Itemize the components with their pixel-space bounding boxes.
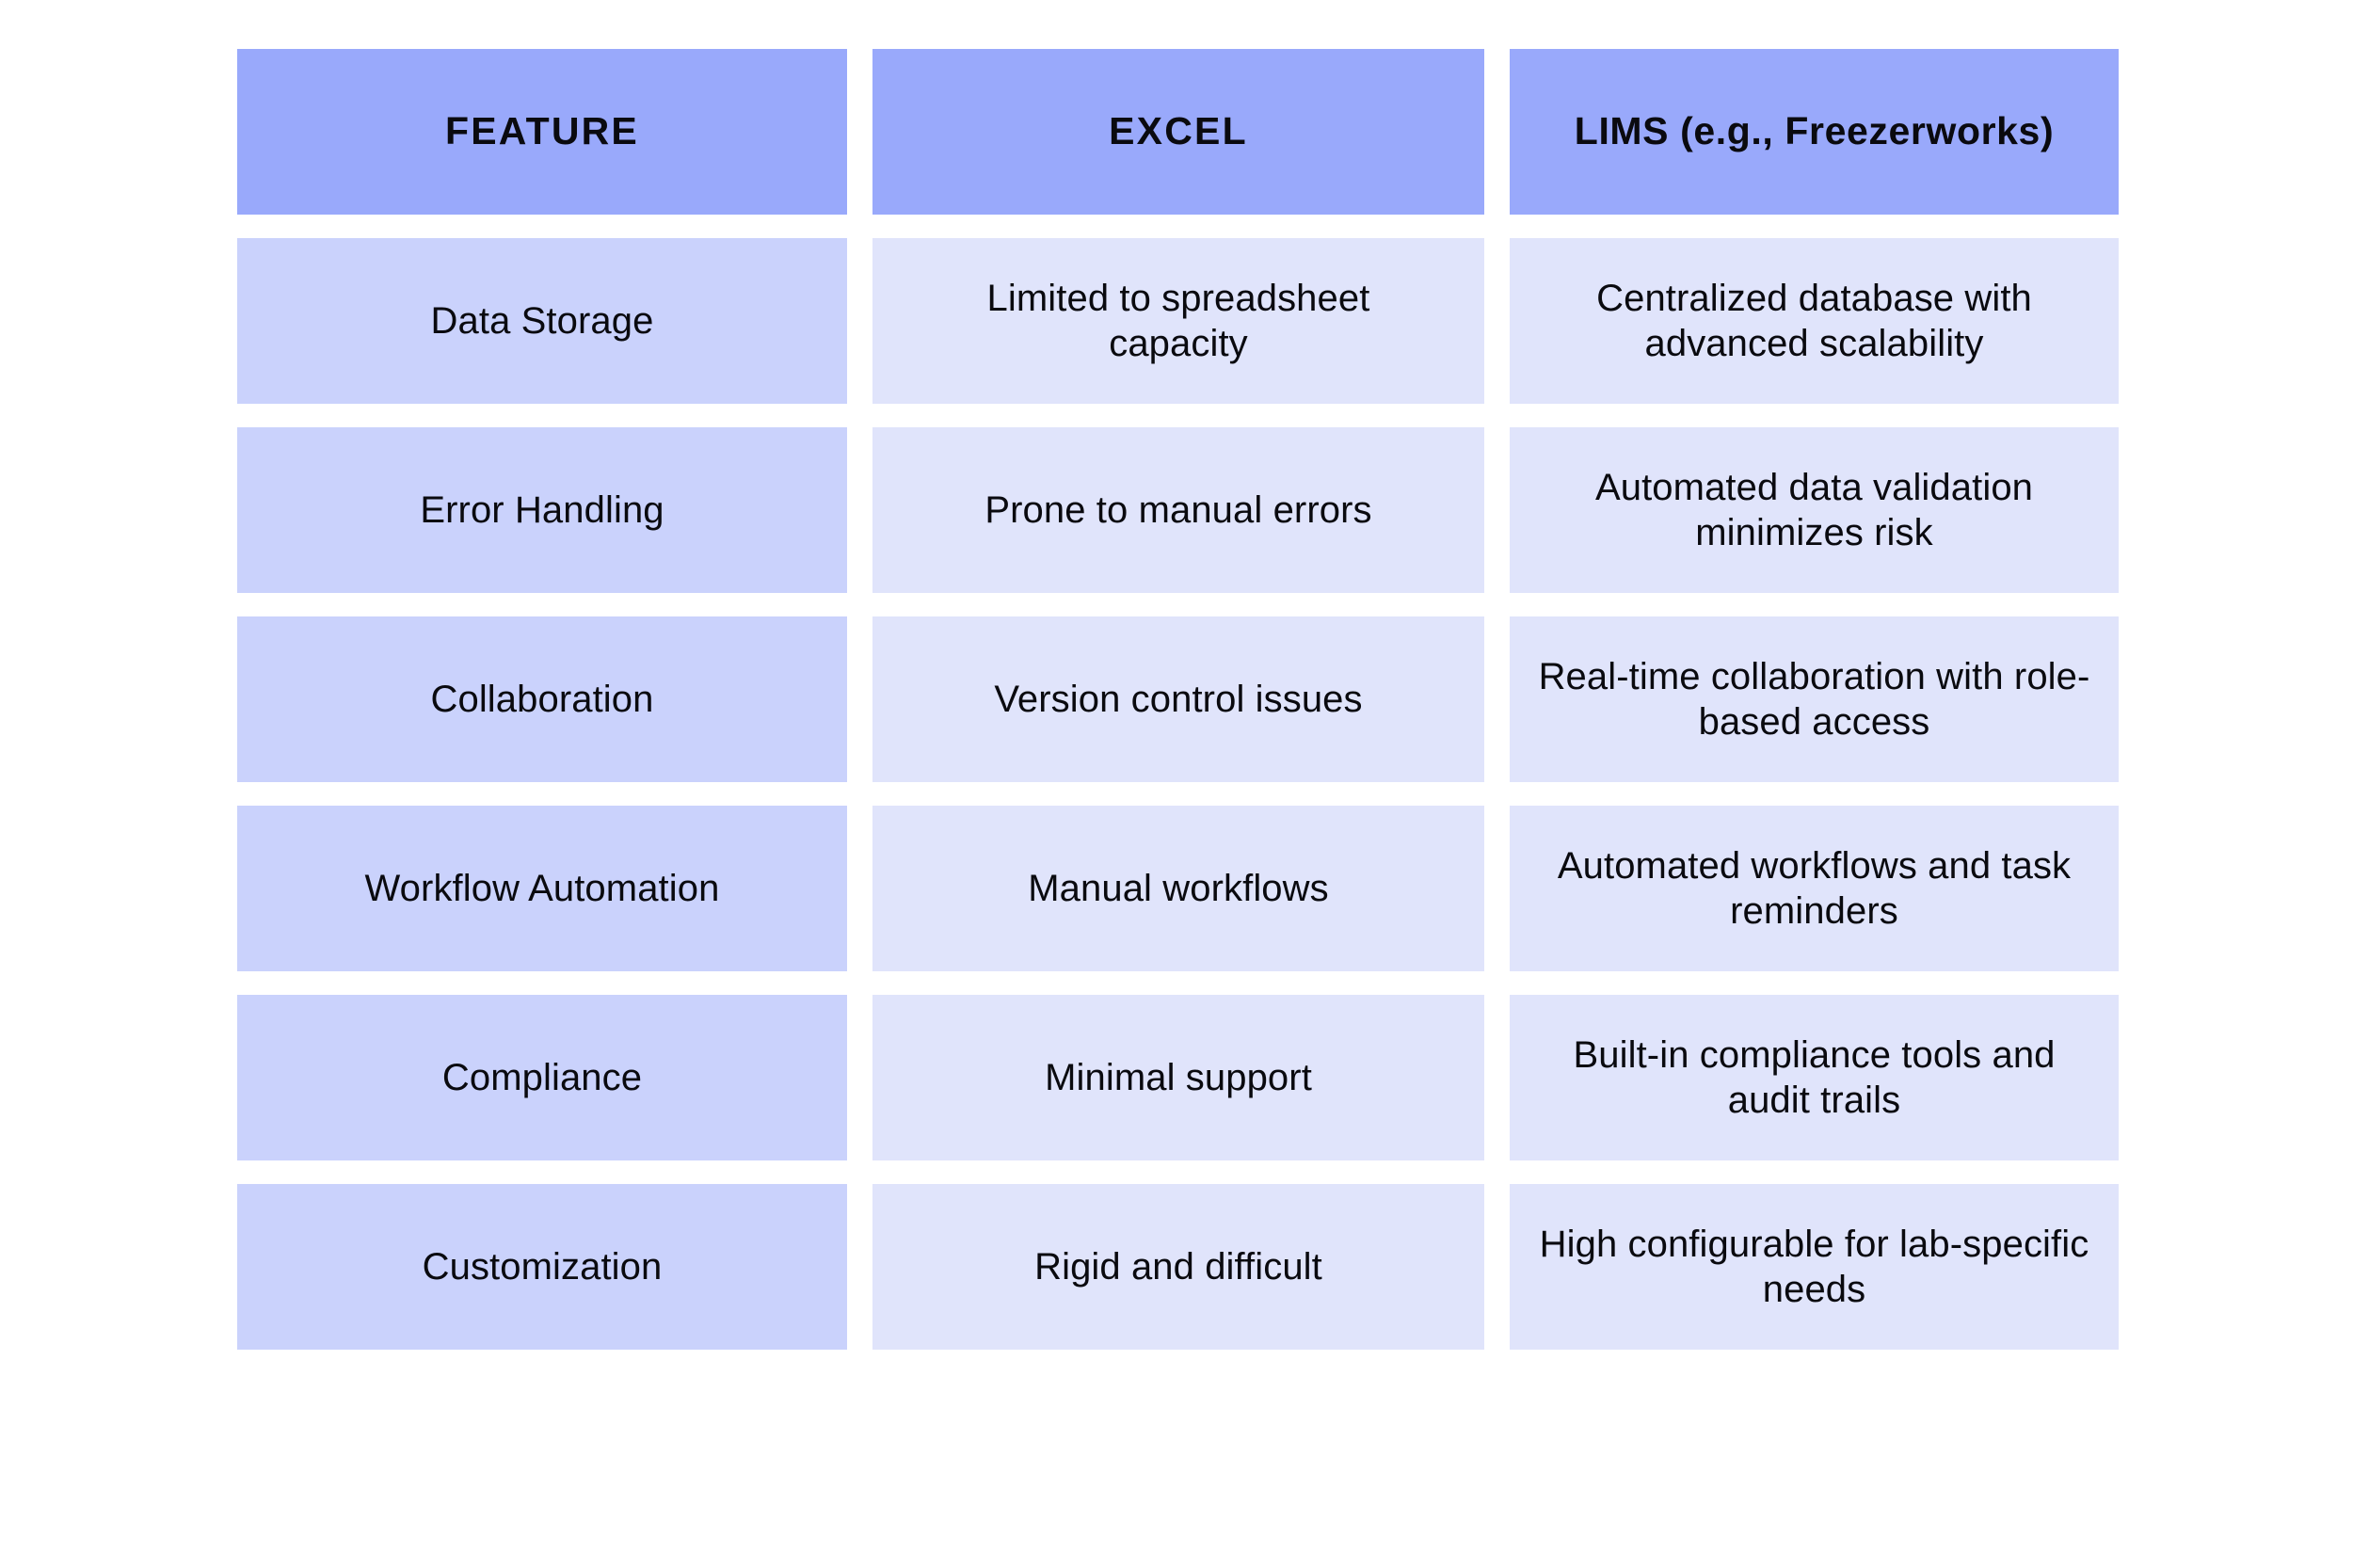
table-cell-feature: Collaboration — [237, 616, 847, 782]
table-cell-excel: Minimal support — [872, 995, 1484, 1160]
table-cell-text: Error Handling — [420, 489, 664, 531]
table-cell-text: Built-in compliance tools and audit trai… — [1573, 1034, 2056, 1121]
table-cell-feature: Compliance — [237, 995, 847, 1160]
comparison-table: FEATURE EXCEL LIMS (e.g., Freezerworks) … — [237, 49, 2120, 1350]
table-cell-text: Data Storage — [430, 300, 654, 342]
table-cell-text: Minimal support — [1045, 1057, 1312, 1098]
table-cell-text: Collaboration — [430, 679, 654, 720]
table-cell-text: Centralized database with advanced scala… — [1596, 278, 2032, 364]
table-header-label-excel: EXCEL — [1109, 109, 1248, 153]
table-cell-text: High configurable for lab-specific needs — [1539, 1224, 2089, 1310]
table-cell-text: Automated data validation minimizes risk — [1594, 467, 2034, 553]
table-cell-text: Limited to spreadsheet capacity — [986, 278, 1370, 364]
table-cell-text: Rigid and difficult — [1034, 1246, 1322, 1288]
table-header-label-lims: LIMS (e.g., Freezerworks) — [1574, 109, 2055, 153]
table-cell-text: Customization — [422, 1246, 663, 1288]
table-cell-feature: Error Handling — [237, 427, 847, 593]
table-header-cell-feature: FEATURE — [237, 49, 847, 215]
table-cell-text: Version control issues — [994, 679, 1363, 720]
table-header-row: FEATURE EXCEL LIMS (e.g., Freezerworks) — [237, 49, 2120, 215]
table-header-cell-lims: LIMS (e.g., Freezerworks) — [1510, 49, 2119, 215]
table-cell-text: Automated workflows and task reminders — [1557, 845, 2072, 932]
table-cell-text: Workflow Automation — [364, 868, 720, 909]
table-cell-lims: Real-time collaboration with role-based … — [1510, 616, 2119, 782]
table-cell-text: Manual workflows — [1028, 868, 1329, 909]
table-row: Data Storage Limited to spreadsheet capa… — [237, 238, 2120, 404]
table-row: Customization Rigid and difficult High c… — [237, 1184, 2120, 1350]
table-cell-lims: Automated workflows and task reminders — [1510, 806, 2119, 971]
table-row: Collaboration Version control issues Rea… — [237, 616, 2120, 782]
table-row: Compliance Minimal support Built-in comp… — [237, 995, 2120, 1160]
table-cell-excel: Manual workflows — [872, 806, 1484, 971]
table-header-label-feature: FEATURE — [445, 109, 639, 153]
table-cell-excel: Limited to spreadsheet capacity — [872, 238, 1484, 404]
table-cell-text: Real-time collaboration with role-based … — [1538, 656, 2090, 743]
table-header-cell-excel: EXCEL — [872, 49, 1484, 215]
table-cell-lims: Centralized database with advanced scala… — [1510, 238, 2119, 404]
table-cell-text: Compliance — [441, 1057, 643, 1098]
table-cell-text: Prone to manual errors — [984, 489, 1372, 531]
table-cell-feature: Data Storage — [237, 238, 847, 404]
table-cell-feature: Customization — [237, 1184, 847, 1350]
table-cell-lims: Automated data validation minimizes risk — [1510, 427, 2119, 593]
table-row: Workflow Automation Manual workflows Aut… — [237, 806, 2120, 971]
table-cell-lims: High configurable for lab-specific needs — [1510, 1184, 2119, 1350]
table-row: Error Handling Prone to manual errors Au… — [237, 427, 2120, 593]
table-cell-excel: Prone to manual errors — [872, 427, 1484, 593]
table-cell-lims: Built-in compliance tools and audit trai… — [1510, 995, 2119, 1160]
table-cell-feature: Workflow Automation — [237, 806, 847, 971]
table-cell-excel: Version control issues — [872, 616, 1484, 782]
table-cell-excel: Rigid and difficult — [872, 1184, 1484, 1350]
